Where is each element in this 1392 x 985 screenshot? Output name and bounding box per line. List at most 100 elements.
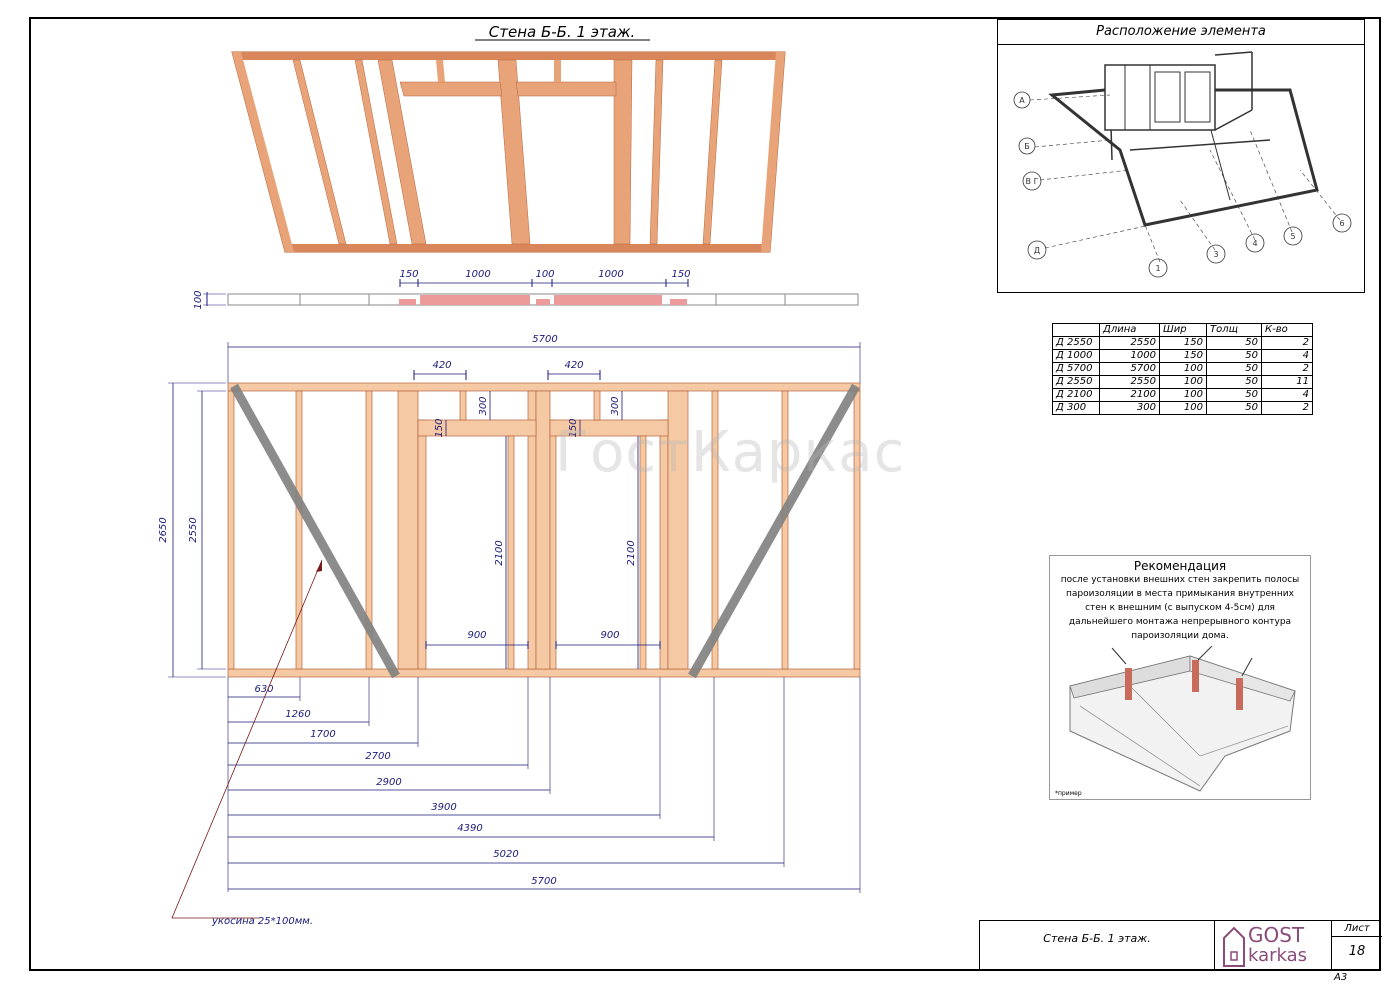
spec-cell: 2550 — [1099, 336, 1160, 350]
spec-cell: 50 — [1206, 362, 1262, 376]
recommendation-line: после установки внешних стен закрепить п… — [1060, 575, 1300, 585]
spec-table: Длина Шир Толщ К-во Д 2550 2550 150 50 2… — [1052, 323, 1313, 415]
door-width-dim-2: 900 — [600, 630, 619, 641]
axis-label: А — [1019, 96, 1025, 105]
bottom-dim-3: 1700 — [310, 729, 335, 740]
spec-header: Длина — [1099, 323, 1160, 337]
spec-cell: 100 — [1159, 375, 1207, 389]
opening-width-dim-1: 420 — [432, 360, 451, 371]
header-dim-1: 300 — [478, 396, 489, 415]
axis-label: 3 — [1213, 250, 1218, 259]
door-width-dim-1: 900 — [467, 630, 486, 641]
sheet-number: 18 — [1348, 944, 1366, 959]
recommendation-line: дальнейшего монтажа непрерывного контура — [1068, 617, 1292, 627]
bottom-dim-1: 630 — [254, 684, 273, 695]
location-3d-plan — [1013, 51, 1352, 278]
logo-house-icon — [1223, 926, 1245, 967]
axis-label: 5 — [1290, 232, 1295, 241]
bottom-dim-5: 2900 — [376, 777, 401, 788]
bottom-dims: 630 1260 1700 2700 2900 3900 4390 5020 — [228, 677, 861, 893]
height-total-dim: 2650 — [158, 517, 169, 542]
recommendation-note: *пример — [1055, 790, 1082, 797]
location-panel-title: Расположение элемента — [998, 20, 1364, 45]
plan-dim-4: 1000 — [598, 269, 623, 280]
spec-header: К-во — [1261, 323, 1313, 337]
sheet-label: Лист — [1332, 921, 1382, 937]
wall-elevation: 5700 420 — [158, 334, 861, 927]
spec-cell: 2 — [1261, 362, 1313, 376]
table-row: Д 300 300 100 50 2 — [1052, 401, 1313, 415]
recommendation-title: Рекомендация — [1133, 559, 1227, 573]
overall-width-dim: 5700 — [532, 334, 557, 345]
spec-header: Шир — [1159, 323, 1207, 337]
logo-text-top: GOST — [1248, 923, 1305, 947]
spec-cell: 11 — [1261, 375, 1313, 389]
sheet-frame — [29, 17, 1381, 971]
header-dim-2: 300 — [610, 396, 621, 415]
bottom-dim-6: 3900 — [431, 802, 456, 813]
spec-cell: 100 — [1159, 401, 1207, 415]
spec-cell: Д 1000 — [1052, 349, 1100, 363]
bottom-dim-8: 5020 — [493, 849, 518, 860]
title-block-name: Стена Б-Б. 1 этаж. — [980, 921, 1215, 969]
recommendation-panel: Рекомендация после установки внешних сте… — [1049, 555, 1311, 800]
bottom-dim-4: 2700 — [365, 751, 390, 762]
spec-cell: 4 — [1261, 349, 1313, 363]
spec-cell: 100 — [1159, 388, 1207, 402]
spec-cell: Д 5700 — [1052, 362, 1100, 376]
axis-label: 4 — [1252, 239, 1257, 248]
table-row: Д 1000 1000 150 50 4 — [1052, 349, 1313, 363]
spec-cell: 50 — [1206, 401, 1262, 415]
recommendation-line: стен к внешним (с выпуском 4-5см) для — [1085, 603, 1275, 613]
location-axis-labels: А Б В Г Д 1 3 4 5 6 — [1019, 96, 1344, 273]
plan-dim-1: 150 — [399, 269, 418, 280]
bottom-dim-9: 5700 — [531, 876, 556, 887]
axis-label: 6 — [1339, 219, 1344, 228]
bottom-dim-2: 1260 — [285, 709, 310, 720]
spec-cell: Д 2100 — [1052, 388, 1100, 402]
table-row: Д 2550 2550 100 50 11 — [1052, 375, 1313, 389]
plan-dim-3: 100 — [535, 269, 554, 280]
gost-karkas-logo: GOST karkas — [1222, 924, 1322, 968]
plan-side-dim: 100 — [193, 290, 204, 309]
plan-dim-5: 150 — [671, 269, 690, 280]
opening-width-dim-2: 420 — [564, 360, 583, 371]
logo-text-bottom: karkas — [1248, 945, 1308, 966]
spec-header-row: Длина Шир Толщ К-во — [1052, 323, 1313, 337]
spec-cell: 150 — [1159, 336, 1207, 350]
spec-cell: 2100 — [1099, 388, 1160, 402]
spec-cell: 300 — [1099, 401, 1160, 415]
spec-cell: 150 — [1159, 349, 1207, 363]
axis-label: Б — [1024, 142, 1030, 151]
spec-cell: 5700 — [1099, 362, 1160, 376]
table-row: Д 2100 2100 100 50 4 — [1052, 388, 1313, 402]
table-row: Д 5700 5700 100 50 2 — [1052, 362, 1313, 376]
spec-cell: Д 2550 — [1052, 375, 1100, 389]
axis-label: В Г — [1026, 177, 1039, 186]
sheet-number-cell: Лист 18 — [1331, 921, 1382, 969]
spec-cell: 2 — [1261, 336, 1313, 350]
wall-3d-view — [231, 51, 786, 253]
lintel-dim-1: 150 — [434, 418, 445, 437]
door-height-dim-1: 2100 — [494, 540, 505, 565]
table-row: Д 2550 2550 150 50 2 — [1052, 336, 1313, 350]
recommendation-line: пароизоляции в места примыкания внутренн… — [1066, 589, 1294, 599]
axis-label: Д — [1034, 246, 1040, 255]
spec-header: Толщ — [1206, 323, 1262, 337]
spec-cell: 2550 — [1099, 375, 1160, 389]
spec-cell: Д 2550 — [1052, 336, 1100, 350]
spec-cell: 100 — [1159, 362, 1207, 376]
height-studs-dim: 2550 — [188, 517, 199, 542]
lintel-dim-2: 150 — [568, 418, 579, 437]
spec-cell: 1000 — [1099, 349, 1160, 363]
axis-label: 1 — [1155, 264, 1160, 273]
sheet-format: А3 — [1334, 972, 1348, 983]
spec-cell: 50 — [1206, 375, 1262, 389]
drawing-title: Стена Б-Б. 1 этаж. — [489, 23, 636, 41]
spec-cell: Д 300 — [1052, 401, 1100, 415]
wall-plan-strip: 150 1000 100 1000 150 100 — [193, 269, 859, 310]
title-block: Стена Б-Б. 1 этаж. GOST karkas Лист 18 — [979, 920, 1382, 970]
spec-cell: 4 — [1261, 388, 1313, 402]
spec-cell: 50 — [1206, 336, 1262, 350]
